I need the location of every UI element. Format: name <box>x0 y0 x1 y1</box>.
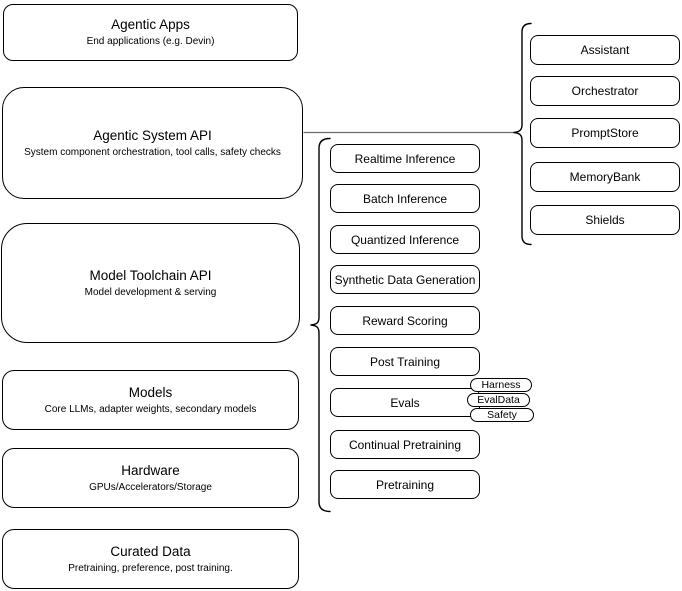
node-reward-scoring: Reward Scoring <box>330 306 480 335</box>
node-agentic-apps: Agentic Apps End applications (e.g. Devi… <box>3 4 298 61</box>
curly-brace-toolchain <box>310 137 331 513</box>
node-realtime-inference: Realtime Inference <box>330 144 480 173</box>
pill-harness: Harness <box>470 378 532 392</box>
node-title: Models <box>128 384 173 400</box>
node-shields: Shields <box>530 205 680 235</box>
node-synthetic-data-generation: Synthetic Data Generation <box>330 265 480 294</box>
node-agentic-system-api: Agentic System API System component orch… <box>2 87 303 199</box>
node-title: Hardware <box>121 462 180 478</box>
node-curated-data: Curated Data Pretraining, preference, po… <box>2 529 299 589</box>
node-models: Models Core LLMs, adapter weights, secon… <box>2 370 299 430</box>
node-model-toolchain-api: Model Toolchain API Model development & … <box>1 223 300 343</box>
node-orchestrator: Orchestrator <box>530 76 680 106</box>
node-title: Curated Data <box>110 543 191 559</box>
node-post-training: Post Training <box>330 347 480 376</box>
node-title: Agentic System API <box>93 127 212 143</box>
pill-safety: Safety <box>470 408 534 422</box>
node-subtitle: Pretraining, preference, post training. <box>68 562 233 574</box>
node-assistant: Assistant <box>530 35 680 65</box>
pill-evaldata: EvalData <box>467 393 530 407</box>
node-title: Agentic Apps <box>111 17 190 32</box>
node-quantized-inference: Quantized Inference <box>330 225 480 254</box>
node-promptstore: PromptStore <box>530 118 680 148</box>
node-evals: Evals <box>330 388 480 417</box>
node-subtitle: System component orchestration, tool cal… <box>24 146 281 158</box>
node-memorybank: MemoryBank <box>530 162 680 192</box>
node-batch-inference: Batch Inference <box>330 184 480 213</box>
node-hardware: Hardware GPUs/Accelerators/Storage <box>2 448 299 508</box>
node-title: Model Toolchain API <box>89 267 212 283</box>
node-subtitle: Model development & serving <box>84 286 217 298</box>
node-continual-pretraining: Continual Pretraining <box>330 430 480 459</box>
node-subtitle: GPUs/Accelerators/Storage <box>89 481 212 493</box>
node-subtitle: End applications (e.g. Devin) <box>86 36 215 47</box>
node-subtitle: Core LLMs, adapter weights, secondary mo… <box>44 403 257 415</box>
curly-brace-system <box>513 22 532 246</box>
node-pretraining: Pretraining <box>330 470 480 499</box>
